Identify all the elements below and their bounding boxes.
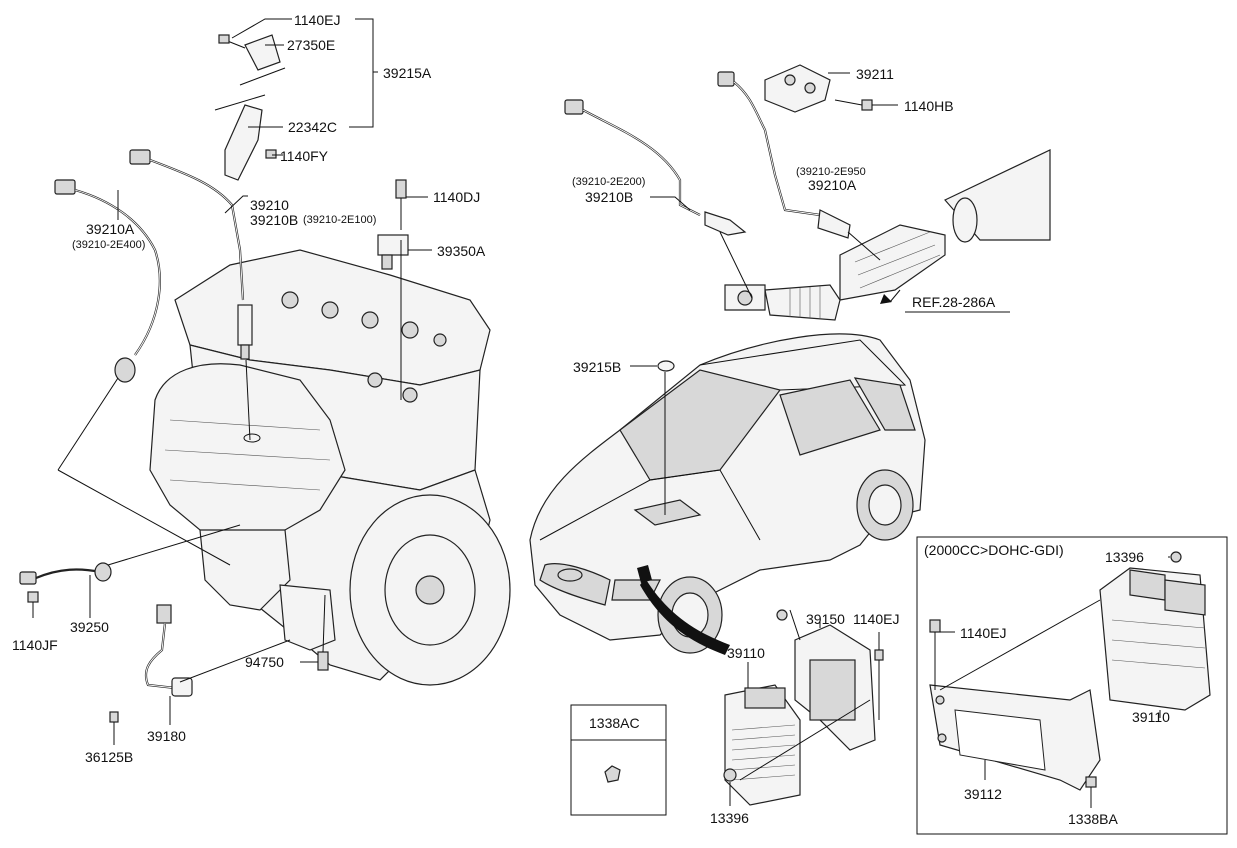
label-1338ba: 1338BA [1068, 811, 1118, 827]
label-39350a: 39350A [437, 243, 486, 259]
inset-title: (2000CC>DOHC-GDI) [924, 542, 1064, 558]
label-39210a-right-code: (39210-2E950 [796, 166, 866, 178]
part-box-1338ac [570, 704, 667, 816]
label-ref: REF.28-286A [912, 294, 996, 310]
label-39210: 39210 [250, 197, 289, 213]
label-39210b-right-code: (39210-2E200) [572, 176, 645, 188]
label-39110-mid: 39110 [727, 645, 765, 661]
sensor-94750 [300, 594, 329, 671]
label-39210a-right: 39210A [808, 177, 857, 193]
label-1140fy: 1140FY [280, 148, 329, 164]
label-36125b: 36125B [85, 749, 133, 765]
label-39215b: 39215B [573, 359, 621, 375]
label-1140jf: 1140JF [12, 637, 58, 653]
labels: 1140EJ 27350E 39215A 22342C 1140FY 39210… [12, 12, 1170, 827]
sensor-39350a [377, 179, 409, 400]
label-39210a-left-code: (39210-2E400) [72, 239, 145, 251]
engine-assembly [149, 249, 511, 686]
inset-gdi [916, 536, 1228, 835]
label-39180: 39180 [147, 728, 186, 744]
label-39211: 39211 [856, 66, 894, 82]
exhaust-assembly [564, 64, 1051, 321]
label-1140ej-top: 1140EJ [294, 12, 340, 28]
label-1140hb: 1140HB [904, 98, 954, 114]
bracket-39215a [214, 34, 286, 181]
label-94750: 94750 [245, 654, 284, 670]
label-39112: 39112 [964, 786, 1002, 802]
label-13396-bottom: 13396 [710, 810, 749, 826]
label-13396-inset: 13396 [1105, 549, 1144, 565]
label-39110-inset: 39110 [1132, 709, 1170, 725]
label-1140dj: 1140DJ [433, 189, 480, 205]
label-1338ac: 1338AC [589, 715, 640, 731]
label-39210a-left: 39210A [86, 221, 135, 237]
label-39210b-left: 39210B [250, 212, 298, 228]
sensor-39250 [19, 524, 241, 618]
label-1140ej-mid: 1140EJ [853, 611, 899, 627]
o2-sensor-39210a-left [54, 179, 231, 566]
label-1140ej-inset: 1140EJ [960, 625, 1006, 641]
o2-sensor-39210 [129, 149, 261, 443]
label-39250: 39250 [70, 619, 109, 635]
leader-lines [89, 18, 1170, 808]
label-39215a: 39215A [383, 65, 432, 81]
label-27350e: 27350E [287, 37, 335, 53]
label-39210b-right: 39210B [585, 189, 633, 205]
sensor-39180 [109, 604, 291, 723]
car-illustration [529, 333, 926, 655]
ecu-assembly-mid [723, 609, 884, 806]
label-22342c: 22342C [288, 119, 337, 135]
label-39150: 39150 [806, 611, 845, 627]
label-39210b-left-code: (39210-2E100) [303, 214, 376, 226]
